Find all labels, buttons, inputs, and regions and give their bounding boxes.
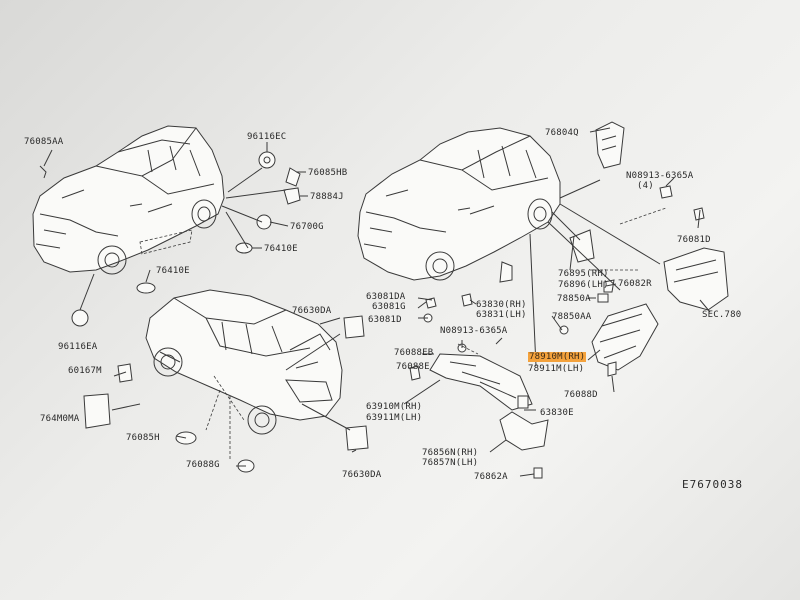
callout-label: 76862A xyxy=(474,472,508,482)
callout-label: 76088D xyxy=(564,390,598,400)
callout-label: 63830(RH) xyxy=(476,300,527,310)
callout-label: 76085AA xyxy=(24,137,64,147)
callout-label: 63081DA xyxy=(366,292,406,302)
callout-label: 63910M(RH) xyxy=(366,402,423,412)
figure-id: E7670038 xyxy=(682,478,743,491)
callout-label: 63081G xyxy=(372,302,406,312)
callout-label: 76857N(LH) xyxy=(422,458,479,468)
callout-label: 76088G xyxy=(186,460,220,470)
callout-label: 764M0MA xyxy=(40,414,80,424)
callout-label: 78850AA xyxy=(552,312,592,322)
callout-label: 76630DA xyxy=(292,306,332,316)
callout-label: 76085H xyxy=(126,433,160,443)
callout-label: (4) xyxy=(637,181,654,191)
vehicle-front-left-view xyxy=(33,126,224,274)
callout-label: 76856N(RH) xyxy=(422,448,479,458)
callout-label: 76088EB xyxy=(394,348,434,358)
callout-label-highlighted: 78910M(RH) xyxy=(528,352,587,362)
callout-label: N08913-6365A xyxy=(626,171,694,181)
callout-label: 63831(LH) xyxy=(476,310,527,320)
callout-label: 76410E xyxy=(156,266,190,276)
callout-label: 96116EA xyxy=(58,342,98,352)
callout-label: SEC.780 xyxy=(702,310,742,320)
callout-label: 78850A xyxy=(557,294,591,304)
vehicle-front-right-view xyxy=(358,128,560,280)
callout-label: 76081D xyxy=(677,235,711,245)
callout-label: 78911M(LH) xyxy=(528,364,585,374)
callout-label: 78884J xyxy=(310,192,344,202)
callout-label: 76085HB xyxy=(308,168,348,178)
callout-label: 96116EC xyxy=(247,132,287,142)
vehicle-rear-view xyxy=(146,290,342,434)
callout-label: 76630DA xyxy=(342,470,382,480)
callout-label: 76082R xyxy=(618,279,652,289)
callout-label: 76410E xyxy=(264,244,298,254)
leader-lines xyxy=(44,128,710,476)
small-parts xyxy=(40,122,728,478)
callout-label: 60167M xyxy=(68,366,102,376)
callout-label: 76700G xyxy=(290,222,324,232)
callout-label: 63911M(LH) xyxy=(366,413,423,423)
callout-label: 76896(LH) xyxy=(558,280,609,290)
callout-label: 76088E xyxy=(396,362,430,372)
callout-label: 63830E xyxy=(540,408,574,418)
callout-label: 76895(RH) xyxy=(558,269,609,279)
callout-label: 63081D xyxy=(368,315,402,325)
callout-label: 76804Q xyxy=(545,128,579,138)
callout-label: N08913-6365A xyxy=(440,326,508,336)
